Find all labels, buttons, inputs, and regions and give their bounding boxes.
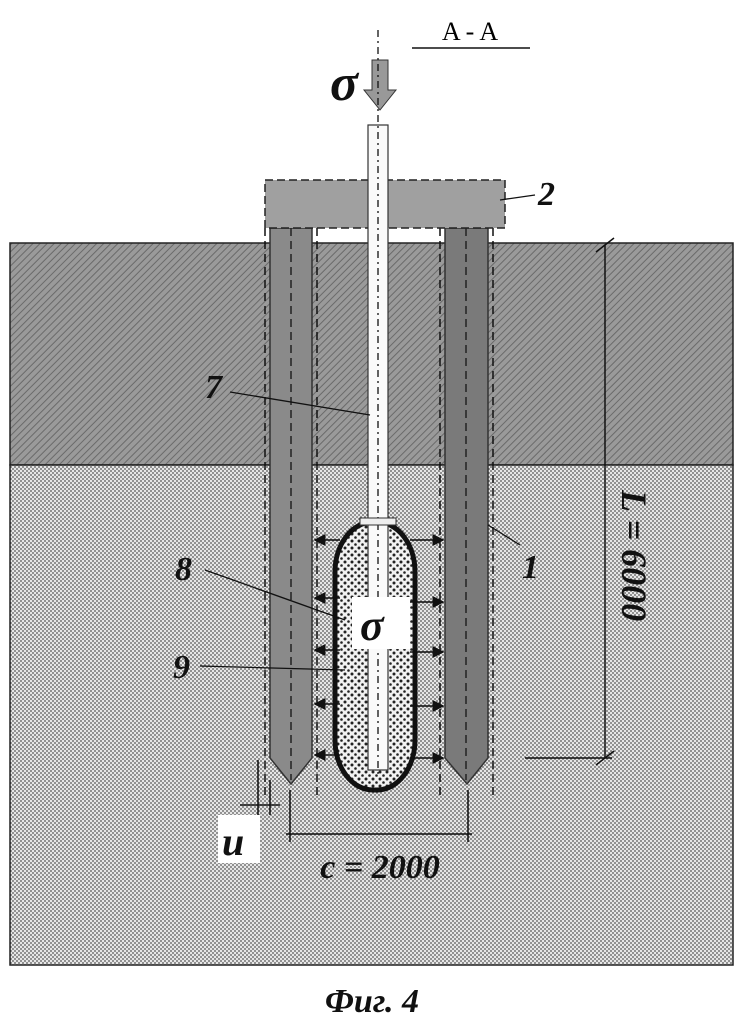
figure-caption: Фиг. 4	[325, 983, 419, 1020]
label-pile: 1	[522, 549, 539, 586]
label-channel: 9	[173, 649, 190, 686]
load-symbol: σ	[330, 55, 360, 112]
label-cap: 2	[537, 176, 555, 213]
load-arrow-icon	[364, 60, 396, 110]
length-dimension-text: L = 6000	[614, 489, 654, 621]
section-label: A - A	[442, 17, 499, 46]
label-rod: 7	[205, 369, 224, 406]
inner-load-symbol: σ	[360, 601, 385, 650]
label-bulb: 8	[175, 551, 192, 588]
label-gap: u	[222, 819, 244, 864]
spacing-dimension-text: c = 2000	[320, 849, 439, 886]
